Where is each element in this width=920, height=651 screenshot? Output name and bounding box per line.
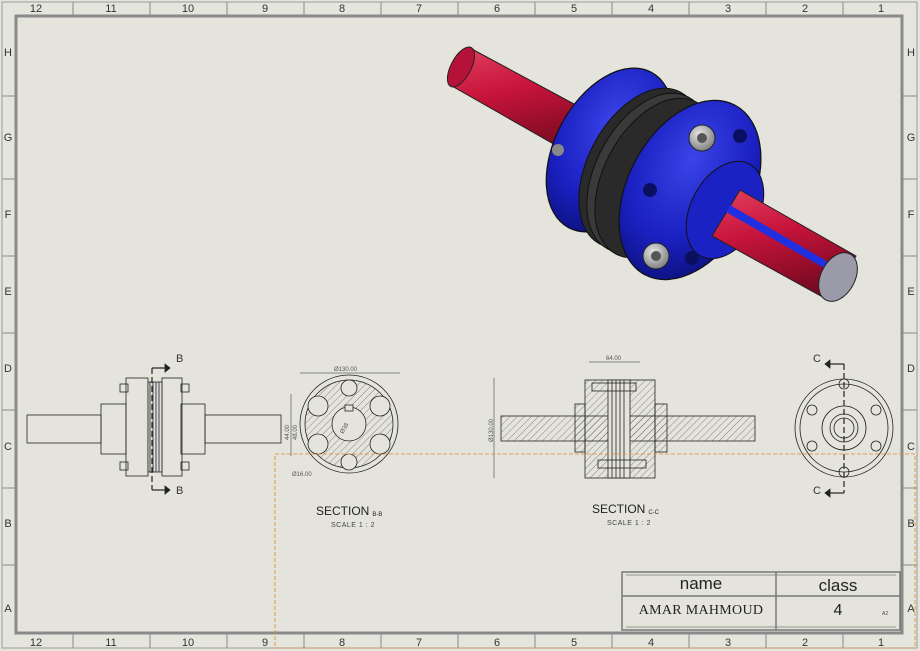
bb-dim-c: Ø38 (340, 422, 351, 435)
zone-row-right-b: B (907, 518, 914, 530)
zone-row-left-e: E (4, 286, 11, 298)
zone-row-right-d: D (907, 363, 915, 375)
zone-col-top-11: 11 (105, 3, 116, 15)
right-shaft (711, 189, 858, 302)
isometric-coupling-model[interactable] (442, 43, 865, 308)
zone-col-top-10: 10 (182, 3, 194, 15)
section-cc-scale: SCALE 1 : 2 (607, 520, 652, 527)
zone-row-labels-right: H G F E D C B A (907, 47, 916, 615)
section-bb-title-text: SECTION (316, 504, 370, 518)
cc-height-dim: Ø130.00 (489, 418, 495, 442)
sheet-drawing-area (14, 14, 904, 635)
zone-row-right-e: E (907, 286, 914, 298)
section-cc-title-text: SECTION (592, 502, 646, 516)
zone-column-ticks (72, 2, 844, 648)
side-view[interactable] (794, 359, 894, 498)
zone-row-right-f: F (908, 209, 915, 221)
title-block-name-label: name (679, 574, 723, 593)
title-block[interactable] (621, 571, 901, 631)
zone-col-bottom-3: 3 (725, 637, 731, 649)
section-bb-view[interactable] (290, 372, 400, 474)
zone-col-top-9: 9 (262, 3, 268, 15)
zone-row-left-c: C (4, 441, 12, 453)
zone-row-ticks (2, 95, 917, 566)
section-cc-suffix: C-C (648, 510, 660, 516)
section-b-marker-bottom: B (176, 485, 183, 497)
zone-col-bottom-12: 12 (30, 637, 42, 649)
title-block-class-value[interactable]: 4 (833, 602, 843, 619)
zone-row-left-g: G (4, 132, 13, 144)
zone-row-left-d: D (4, 363, 12, 375)
zone-col-bottom-10: 10 (182, 637, 194, 649)
zone-col-bottom-5: 5 (571, 637, 577, 649)
zone-col-bottom-1: 1 (878, 637, 884, 649)
zone-row-right-h: H (907, 47, 915, 59)
title-block-name-value[interactable]: AMAR MAHMOUD (638, 603, 764, 618)
zone-col-top-1: 1 (878, 3, 884, 15)
zone-col-top-7: 7 (416, 3, 422, 15)
bb-flange-dia-dim: Ø130.00 (334, 367, 358, 373)
zone-col-bottom-4: 4 (648, 637, 654, 649)
zone-col-bottom-6: 6 (494, 637, 500, 649)
zone-row-left-h: H (4, 47, 12, 59)
cc-width-dim: 64.00 (606, 356, 622, 362)
bb-hole-dia-dim: Ø16.00 (292, 472, 312, 478)
section-c-marker-top: C (813, 353, 821, 365)
bolt-heads (552, 124, 747, 270)
zone-row-left-a: A (4, 603, 12, 615)
zone-column-labels-top: 12 11 10 9 8 7 6 5 4 3 2 1 (30, 3, 884, 15)
title-block-sheet-size: A2 (882, 611, 889, 617)
zone-col-bottom-7: 7 (416, 637, 422, 649)
bb-dim-b: 48.00 (293, 424, 299, 440)
section-bb-scale: SCALE 1 : 2 (331, 522, 376, 529)
zone-row-right-g: G (907, 132, 916, 144)
zone-col-bottom-8: 8 (339, 637, 345, 649)
zone-col-top-12: 12 (30, 3, 42, 15)
section-b-marker-top: B (176, 353, 183, 365)
zone-row-left-b: B (4, 518, 11, 530)
zone-col-bottom-11: 11 (105, 637, 116, 649)
selection-box (274, 453, 916, 649)
zone-col-top-8: 8 (339, 3, 345, 15)
zone-col-bottom-2: 2 (802, 637, 808, 649)
zone-col-top-5: 5 (571, 3, 577, 15)
zone-row-left-f: F (5, 209, 12, 221)
zone-row-right-a: A (907, 603, 915, 615)
section-cc-view[interactable] (493, 361, 756, 479)
zone-row-right-c: C (907, 441, 915, 453)
section-bb-suffix: B-B (372, 512, 383, 518)
zone-row-labels-left: H G F E D C B A (4, 47, 13, 615)
zone-col-top-2: 2 (802, 3, 808, 15)
zone-col-top-4: 4 (648, 3, 654, 15)
zone-col-top-3: 3 (725, 3, 731, 15)
zone-col-bottom-9: 9 (262, 637, 268, 649)
front-view[interactable] (26, 363, 282, 495)
zone-column-labels-bottom: 12 11 10 9 8 7 6 5 4 3 2 1 (30, 637, 884, 649)
bb-dim-a: 44.00 (285, 424, 291, 440)
title-block-class-label: class (818, 576, 858, 595)
section-c-marker-bottom: C (813, 485, 821, 497)
zone-col-top-6: 6 (494, 3, 500, 15)
